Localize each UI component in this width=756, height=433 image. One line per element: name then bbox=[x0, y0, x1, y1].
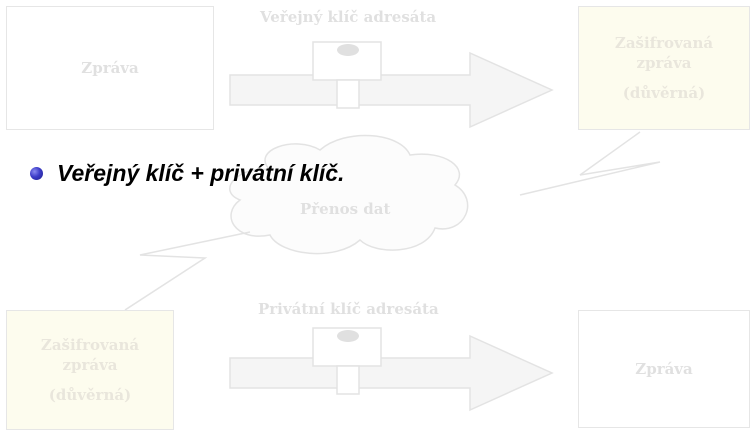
bottom-lightning bbox=[124, 231, 251, 311]
bullet-text: Veřejný klíč + privátní klíč. bbox=[57, 160, 345, 186]
top-message-box: Zpráva bbox=[6, 6, 214, 130]
top-key-icon bbox=[312, 41, 382, 109]
bottom-flow-arrow bbox=[229, 334, 554, 412]
bottom-key-icon bbox=[312, 327, 382, 395]
top-message-label: Zpráva bbox=[81, 59, 139, 77]
private-key-label: Privátní klíč adresáta bbox=[258, 300, 439, 318]
bottom-encrypted-line3: (důvěrná) bbox=[48, 386, 132, 404]
public-key-label: Veřejný klíč adresáta bbox=[260, 8, 437, 26]
cloud-label: Přenos dat bbox=[300, 200, 391, 218]
top-encrypted-line2: zpráva bbox=[636, 54, 692, 72]
bottom-message-label: Zpráva bbox=[635, 360, 693, 378]
top-lightning bbox=[519, 131, 661, 196]
bottom-encrypted-line1: Zašifrovaná bbox=[40, 336, 140, 354]
top-encrypted-line3: (důvěrná) bbox=[622, 84, 706, 102]
top-encrypted-box: Zašifrovaná zpráva (důvěrná) bbox=[578, 6, 750, 130]
top-encrypted-line1: Zašifrovaná bbox=[614, 34, 714, 52]
top-flow-arrow bbox=[229, 51, 554, 129]
bottom-encrypted-box: Zašifrovaná zpráva (důvěrná) bbox=[6, 310, 174, 430]
bullet-item: Veřejný klíč + privátní klíč. bbox=[30, 160, 344, 187]
bullet-dot-icon bbox=[30, 167, 43, 180]
bottom-message-box: Zpráva bbox=[578, 310, 750, 428]
bottom-encrypted-line2: zpráva bbox=[62, 356, 118, 374]
transmission-cloud bbox=[229, 134, 469, 255]
